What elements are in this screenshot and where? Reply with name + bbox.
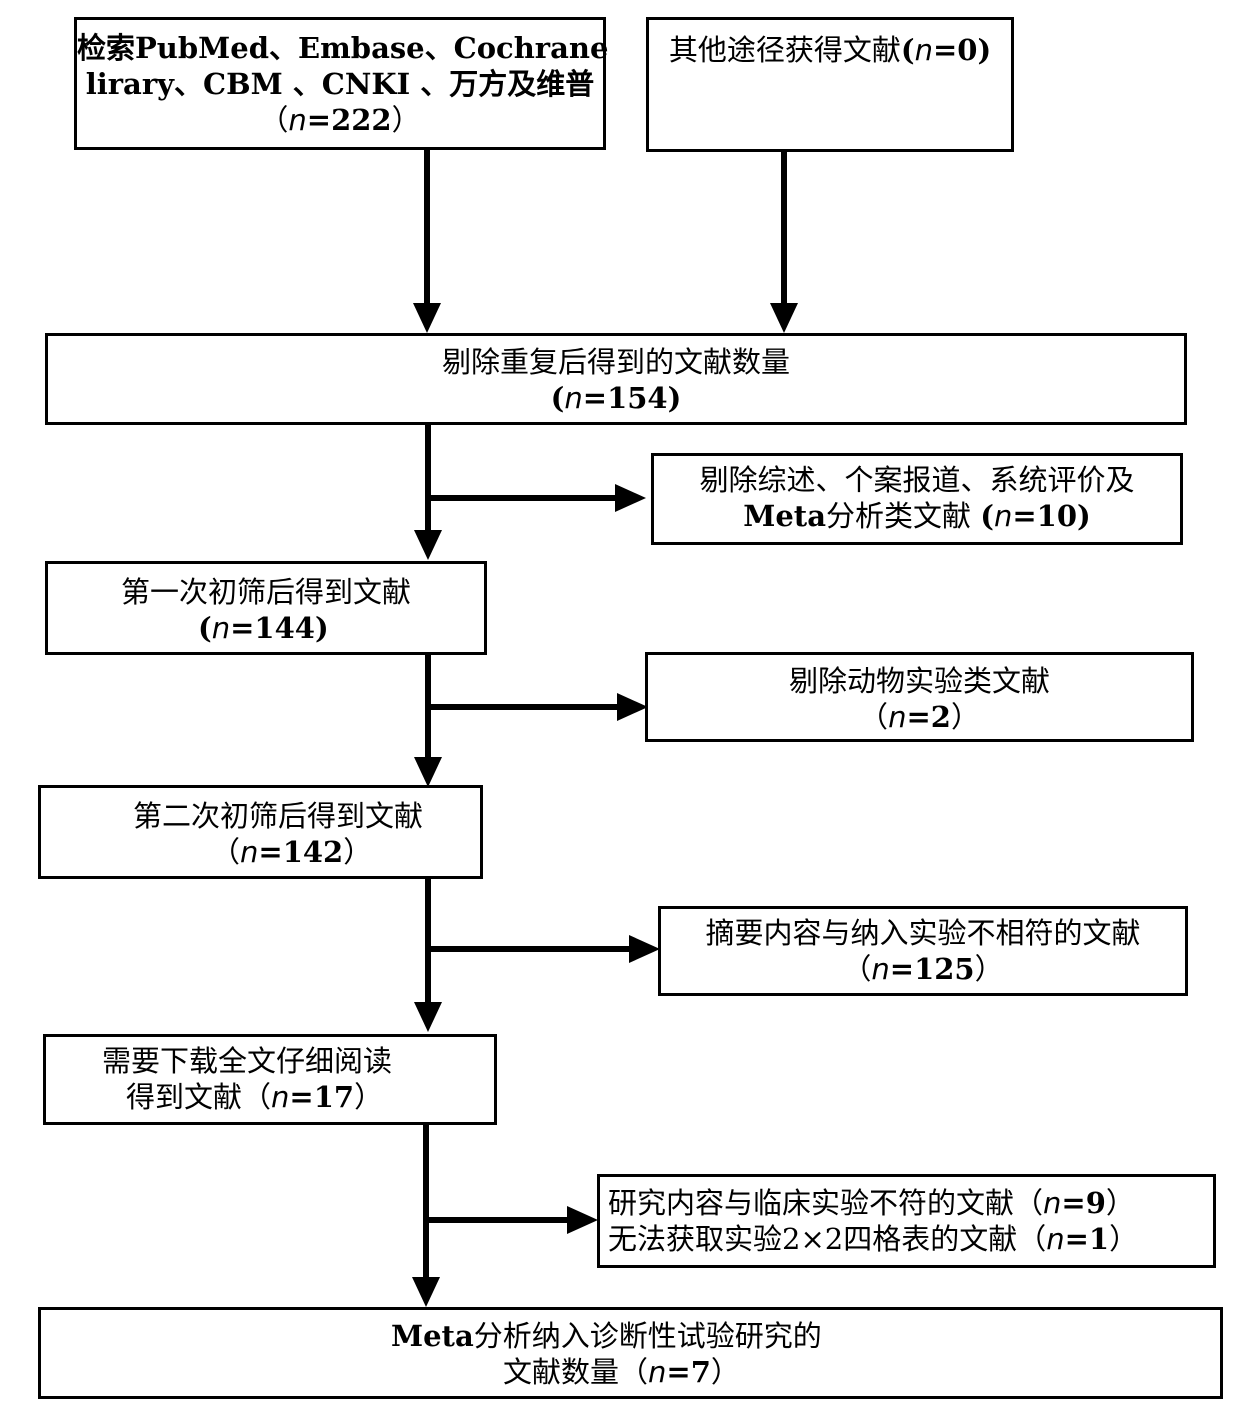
box-exclude-animal: 剔除动物实验类文献 （n=2） xyxy=(645,652,1194,742)
box-other-sources: 其他途径获得文献(n=0) xyxy=(646,17,1014,152)
first-screen-label: 第一次初筛后得到文献 xyxy=(120,575,411,609)
box-second-screening: 第二次初筛后得到文献 （n=142） xyxy=(38,785,483,879)
excl-fulltext-line-1: 研究内容与临床实验不符的文献（n=9） xyxy=(608,1186,1135,1220)
second-screen-label: 第二次初筛后得到文献 xyxy=(133,799,424,833)
excl-abstract-count: （n=125） xyxy=(842,952,1004,986)
box-first-screening: 第一次初筛后得到文献 (n=144) xyxy=(45,561,487,655)
arrowhead-dedup-left xyxy=(413,303,441,333)
arrowhead-excl-fulltext xyxy=(567,1206,598,1234)
arrowhead-second xyxy=(414,757,442,787)
search-line-1: 检索PubMed、Embase、Cochrane xyxy=(77,31,609,65)
box-exclude-abstract: 摘要内容与纳入实验不相符的文献 （n=125） xyxy=(658,906,1188,996)
dedup-count: (n=154) xyxy=(550,381,682,415)
box-fulltext-reading: 需要下载全文仔细阅读 得到文献（n=17） xyxy=(43,1034,497,1125)
fulltext-line-2: 得到文献（n=17） xyxy=(126,1080,384,1114)
excl-animal-count: （n=2） xyxy=(859,700,980,734)
dedup-label: 剔除重复后得到的文献数量 xyxy=(441,345,790,379)
final-line-1: Meta分析纳入诊断性试验研究的 xyxy=(391,1319,822,1353)
arrowhead-excl-reviews xyxy=(615,484,646,512)
box-database-search: 检索PubMed、Embase、Cochrane lirary、CBM 、CNK… xyxy=(74,17,609,150)
first-screen-count: (n=144) xyxy=(198,611,329,645)
final-line-2: 文献数量（n=7） xyxy=(503,1355,740,1389)
search-line-2: lirary、CBM 、CNKI 、万方及维普 xyxy=(85,67,595,101)
box-exclude-reviews: 剔除综述、个案报道、系统评价及 Meta分析类文献 (n=10) xyxy=(651,453,1183,545)
excl-reviews-line-2: Meta分析类文献 (n=10) xyxy=(743,499,1091,533)
box-exclude-fulltext: 研究内容与临床实验不符的文献（n=9） 无法获取实验2×2四格表的文献（n=1） xyxy=(597,1174,1216,1268)
search-count: （n=222） xyxy=(259,103,421,137)
arrowhead-excl-animal xyxy=(617,693,648,721)
box-final-included: Meta分析纳入诊断性试验研究的 文献数量（n=7） xyxy=(38,1307,1223,1399)
other-sources-label: 其他途径获得文献(n=0) xyxy=(668,33,992,67)
excl-reviews-line-1: 剔除综述、个案报道、系统评价及 xyxy=(699,463,1135,497)
arrowhead-excl-abstract xyxy=(629,935,660,963)
fulltext-line-1: 需要下载全文仔细阅读 xyxy=(102,1044,393,1078)
arrowhead-final xyxy=(412,1277,440,1307)
arrowhead-dedup-right xyxy=(770,303,798,333)
arrowhead-first xyxy=(414,530,442,560)
box-after-dedup: 剔除重复后得到的文献数量 (n=154) xyxy=(45,333,1187,425)
arrowhead-fulltext xyxy=(414,1002,442,1032)
excl-animal-label: 剔除动物实验类文献 xyxy=(788,664,1050,698)
excl-abstract-label: 摘要内容与纳入实验不相符的文献 xyxy=(705,916,1141,950)
second-screen-count: （n=142） xyxy=(211,835,373,869)
excl-fulltext-line-2: 无法获取实验2×2四格表的文献（n=1） xyxy=(608,1222,1139,1256)
